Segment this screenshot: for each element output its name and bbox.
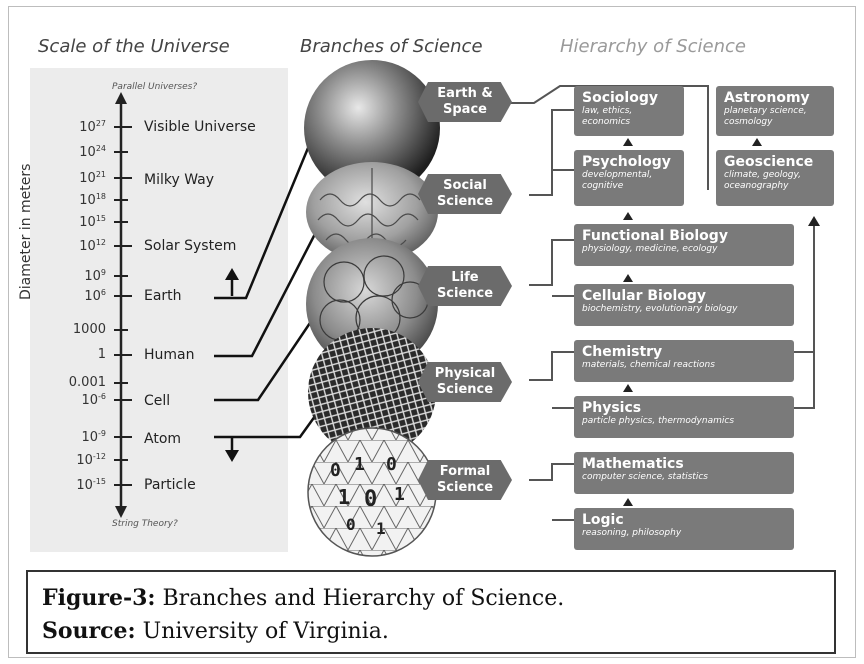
caption-text-figure: Branches and Hierarchy of Science. — [155, 586, 565, 611]
svg-text:0: 0 — [364, 487, 377, 512]
atom-lattice-sphere — [308, 328, 436, 456]
box-psychology: Psychology developmental, cognitive — [574, 150, 684, 206]
tick-label: 1018 — [79, 192, 106, 208]
tick-label: 1015 — [79, 214, 106, 230]
caption-line-1: Figure-3: Branches and Hierarchy of Scie… — [42, 582, 820, 615]
tick-label: 106 — [84, 288, 106, 304]
functional-biology-sub: physiology, medicine, ecology — [582, 244, 718, 254]
tick-label: 1 — [97, 347, 106, 362]
physics-title: Physics — [582, 400, 642, 416]
psychology-title: Psychology — [582, 154, 671, 170]
scale-header: Scale of the Universe — [38, 36, 230, 57]
tick-label: 1012 — [79, 238, 106, 254]
box-geoscience: Geoscience climate, geology, oceanograph… — [716, 150, 834, 206]
caption-label-figure: Figure-3: — [42, 585, 156, 611]
earth-sphere — [304, 60, 440, 196]
chemistry-sub: materials, chemical reactions — [582, 360, 715, 370]
box-functional-biology: Functional Biology physiology, medicine,… — [574, 224, 794, 266]
sociology-sub: law, ethics, economics — [582, 106, 633, 127]
small-down-arrow — [225, 437, 239, 462]
tick-label: 1024 — [79, 144, 106, 160]
tick-label: 10-12 — [76, 452, 106, 468]
label-human: Human — [144, 347, 195, 363]
box-chemistry: Chemistry materials, chemical reactions — [574, 340, 794, 382]
cell-cluster-sphere — [306, 238, 438, 370]
tick-label: 10-9 — [81, 429, 106, 445]
psychology-sub: developmental, cognitive — [582, 170, 653, 191]
tick-label: 0.001 — [68, 375, 106, 390]
parallel-universes-note: Parallel Universes? — [112, 82, 198, 92]
svg-text:1: 1 — [354, 454, 365, 475]
tick-label: 109 — [84, 268, 106, 284]
branches-header: Branches of Science — [300, 36, 483, 57]
scale-connectors — [214, 147, 320, 439]
label-solar-system: Solar System — [144, 238, 237, 254]
sociology-title: Sociology — [582, 90, 658, 106]
svg-text:0: 0 — [346, 515, 356, 534]
svg-text:0: 0 — [386, 454, 397, 475]
box-mathematics: Mathematics computer science, statistics — [574, 452, 794, 494]
binary-digits: 0 1 0 1 0 1 0 1 — [330, 454, 405, 538]
physics-sub: particle physics, thermodynamics — [582, 416, 735, 426]
chemistry-title: Chemistry — [582, 344, 663, 360]
caption-text-source: University of Virginia. — [135, 619, 389, 644]
label-particle: Particle — [144, 477, 196, 493]
hierarchy-connectors — [498, 85, 815, 521]
box-logic: Logic reasoning, philosophy — [574, 508, 794, 550]
box-sociology: Sociology law, ethics, economics — [574, 86, 684, 136]
label-cell: Cell — [144, 393, 171, 409]
mathematics-title: Mathematics — [582, 456, 684, 472]
tick-label: 10-6 — [81, 392, 106, 408]
small-up-arrow — [225, 268, 239, 296]
hierarchy-header: Hierarchy of Science — [560, 36, 746, 57]
box-physics: Physics particle physics, thermodynamics — [574, 396, 794, 438]
svg-text:1: 1 — [376, 519, 386, 538]
geoscience-title: Geoscience — [724, 154, 814, 170]
svg-text:1: 1 — [394, 484, 405, 505]
cellular-biology-title: Cellular Biology — [582, 288, 707, 304]
astronomy-sub: planetary science, cosmology — [724, 106, 807, 127]
svg-text:1: 1 — [338, 485, 350, 509]
cellular-biology-sub: biochemistry, evolutionary biology — [582, 304, 738, 314]
tick-label: 1021 — [79, 170, 106, 186]
box-astronomy: Astronomy planetary science, cosmology — [716, 86, 834, 136]
hierarchy-arrowheads — [623, 138, 820, 506]
logic-sub: reasoning, philosophy — [582, 528, 682, 538]
functional-biology-title: Functional Biology — [582, 228, 728, 244]
tick-label: 10-15 — [76, 477, 106, 493]
branch-earth-space: Earth &Space — [418, 82, 512, 122]
label-milky-way: Milky Way — [144, 172, 215, 188]
figure-caption: Figure-3: Branches and Hierarchy of Scie… — [26, 570, 836, 654]
label-atom: Atom — [144, 431, 182, 447]
logic-title: Logic — [582, 512, 624, 528]
caption-line-2: Source: University of Virginia. — [42, 615, 820, 648]
label-earth: Earth — [144, 288, 182, 304]
tick-label: 1027 — [79, 119, 106, 135]
scale-axis — [114, 92, 132, 518]
astronomy-title: Astronomy — [724, 90, 810, 106]
caption-label-source: Source: — [42, 618, 136, 644]
mathematics-sub: computer science, statistics — [582, 472, 708, 482]
scale-panel — [30, 68, 288, 552]
box-cellular-biology: Cellular Biology biochemistry, evolution… — [574, 284, 794, 326]
geoscience-sub: climate, geology, oceanography — [724, 170, 801, 191]
tick-label: 1000 — [72, 322, 106, 337]
string-theory-note: String Theory? — [112, 519, 178, 529]
svg-text:0: 0 — [330, 460, 341, 481]
label-visible-universe: Visible Universe — [144, 119, 256, 135]
